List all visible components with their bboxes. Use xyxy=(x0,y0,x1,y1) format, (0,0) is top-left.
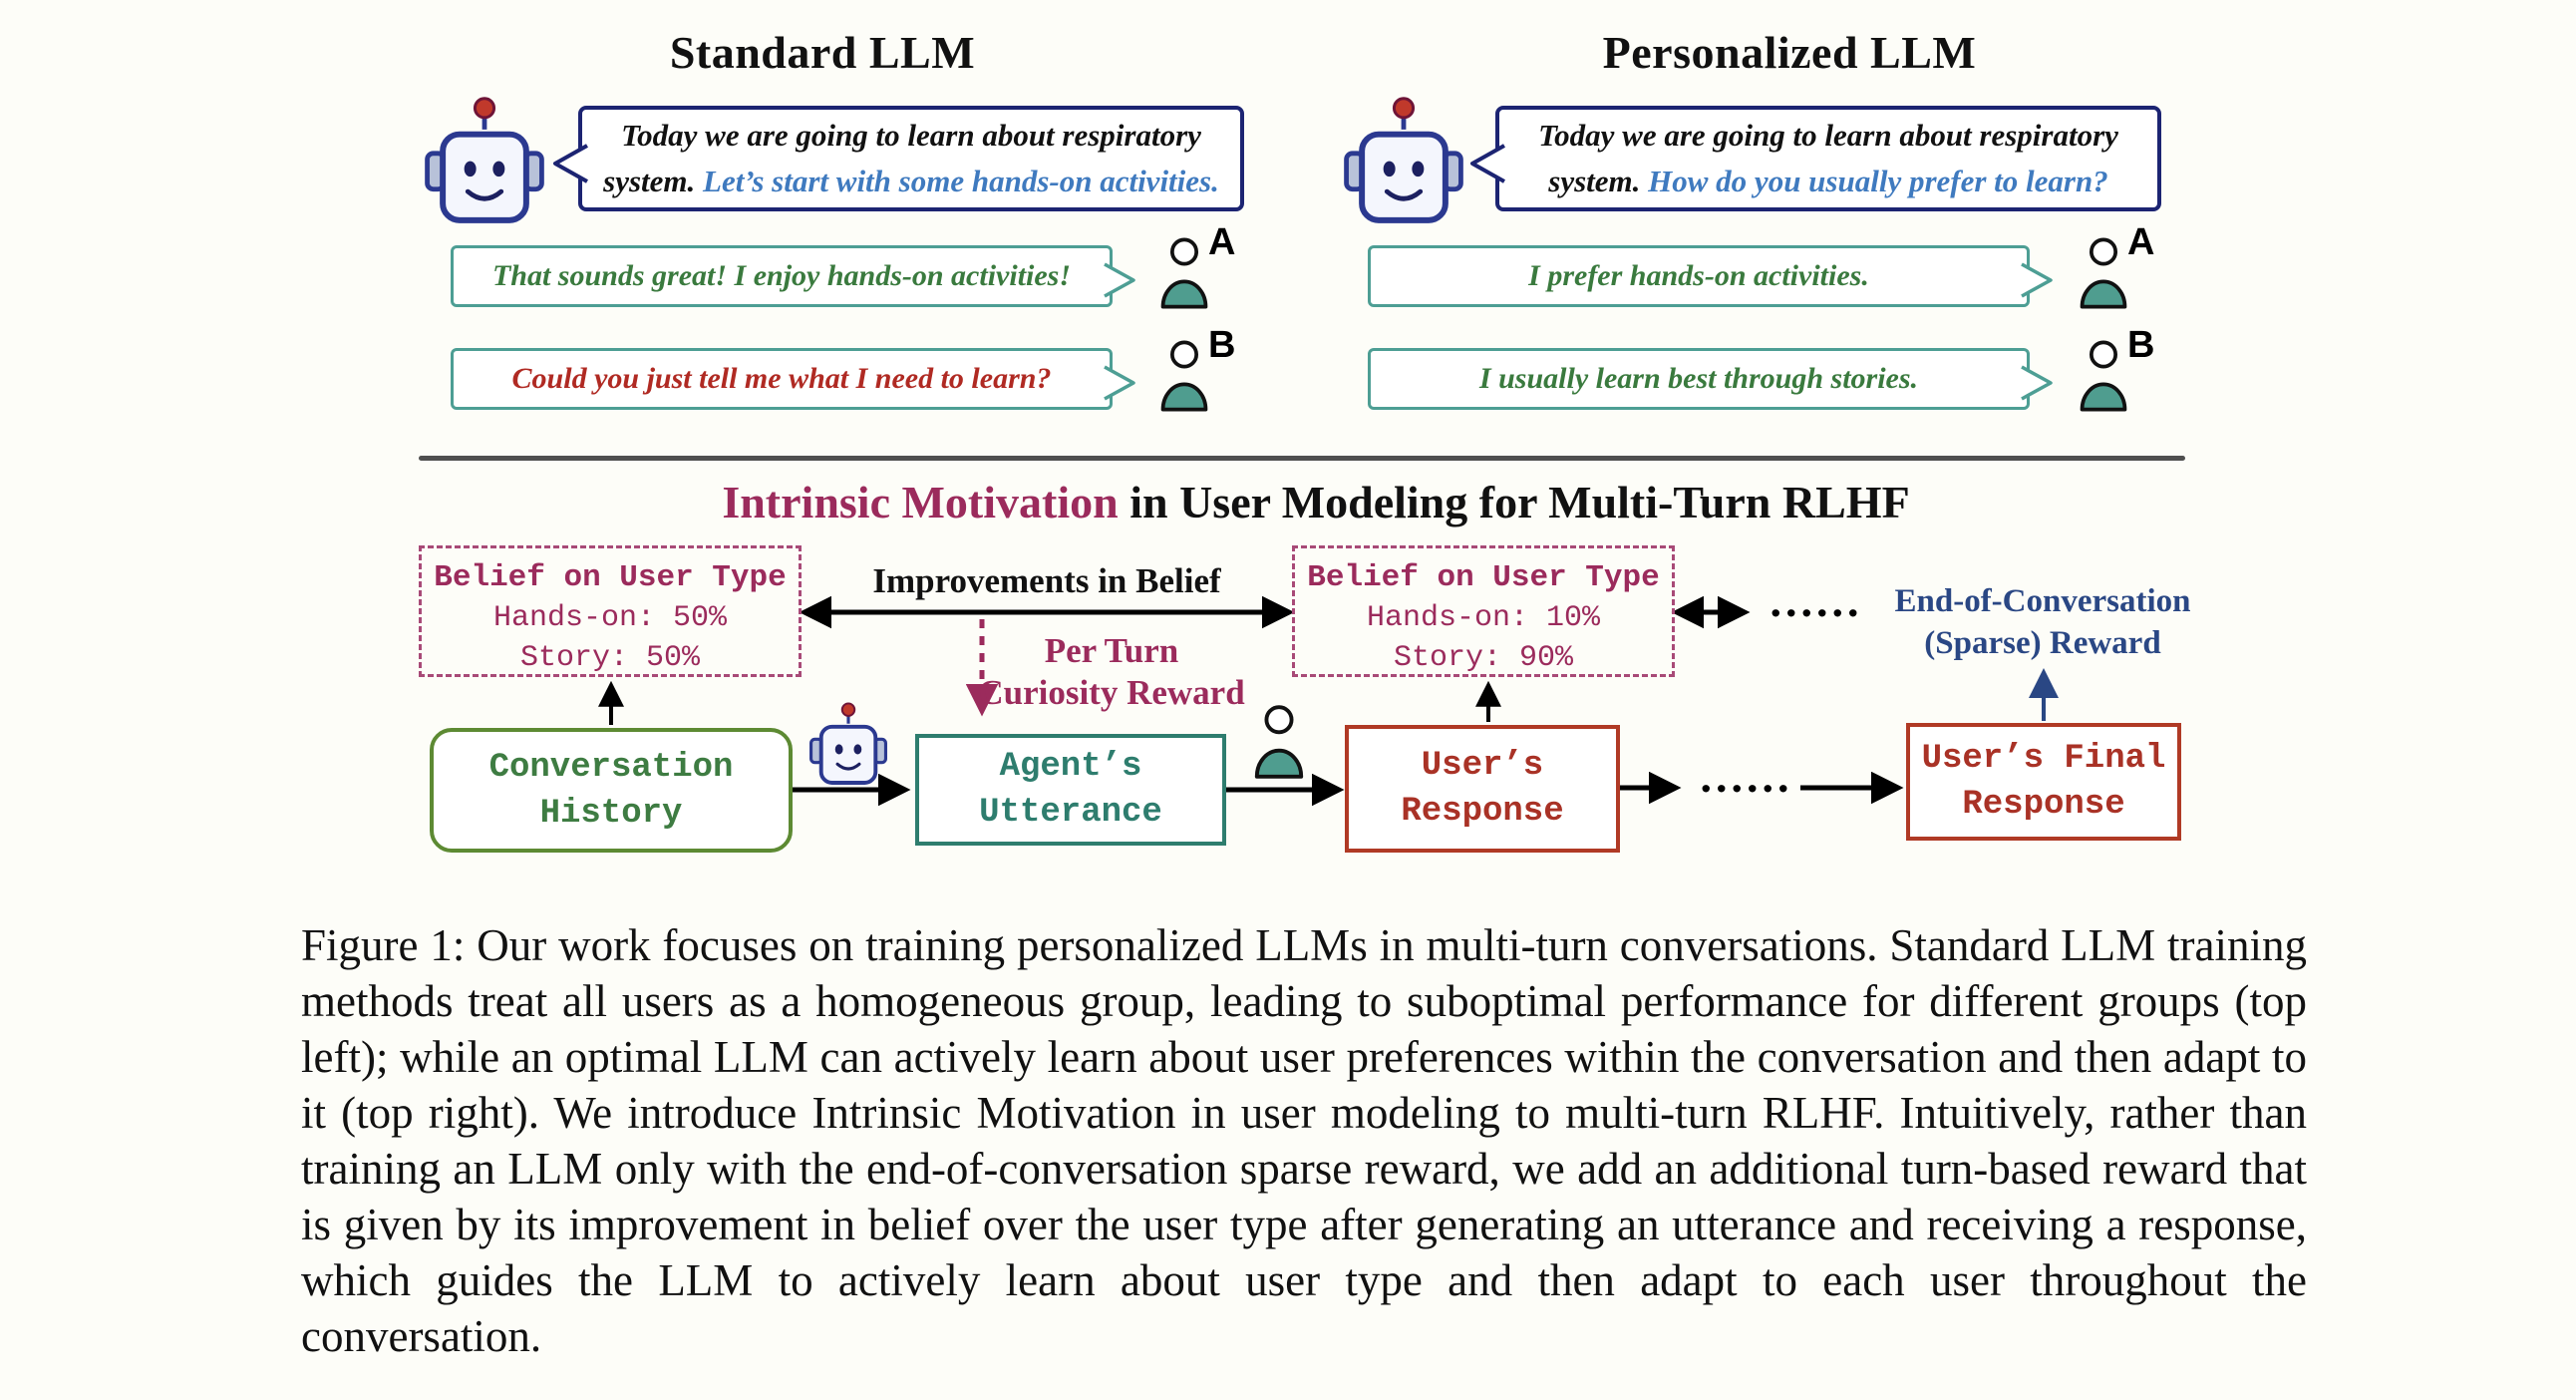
users-final-response-box: User’s Final Response xyxy=(1906,723,2181,841)
section-divider xyxy=(419,456,2185,461)
users-response-box: User’s Response xyxy=(1345,725,1620,853)
bubble-tail-right xyxy=(1104,365,1135,401)
figure-caption: Figure 1: Our work focuses on training p… xyxy=(301,920,2307,1361)
bubble-tail-right xyxy=(1104,262,1135,298)
personalized-llm-bubble: Today we are going to learn about respir… xyxy=(1470,106,2161,211)
person-icon xyxy=(1160,237,1208,309)
belief-story: Story: 50% xyxy=(519,641,701,675)
robot-icon xyxy=(1344,97,1463,223)
person-icon xyxy=(2080,237,2127,309)
diagram-title: Intrinsic Motivation in User Modeling fo… xyxy=(518,476,2113,528)
bubble-tail-left xyxy=(1470,144,1505,183)
bubble-tail-left xyxy=(553,144,588,183)
standard-user-a-bubble: That sounds great! I enjoy hands-on acti… xyxy=(451,245,1135,307)
personalized-user-b-bubble: I usually learn best through stories. xyxy=(1368,348,2053,410)
user-a-label: A xyxy=(1208,221,1236,263)
user-a-label: A xyxy=(2127,221,2155,263)
standard-user-b-bubble: Could you just tell me what I need to le… xyxy=(451,348,1135,410)
llm-utterance-line2: system. How do you usually prefer to lea… xyxy=(1548,164,2108,198)
belief-box-left: Belief on User Type Hands-on: 50% Story:… xyxy=(419,545,802,677)
standard-llm-bubble: Today we are going to learn about respir… xyxy=(553,106,1244,211)
bubble-tail-right xyxy=(2021,262,2053,298)
end-of-conversation-reward-label: End-of-Conversation (Sparse) Reward xyxy=(1894,583,2191,661)
belief-hands-on: Hands-on: 50% xyxy=(492,601,728,635)
belief-hands-on: Hands-on: 10% xyxy=(1366,601,1601,635)
improvements-in-belief-label: Improvements in Belief xyxy=(872,561,1221,600)
llm-utterance-line1: Today we are going to learn about respir… xyxy=(1538,118,2118,153)
llm-utterance-line1: Today we are going to learn about respir… xyxy=(621,118,1201,153)
diagram-title-rest: in User Modeling for Multi-Turn RLHF xyxy=(1118,477,1910,527)
robot-icon xyxy=(809,702,887,785)
belief-title: Belief on User Type xyxy=(434,560,787,595)
robot-icon xyxy=(425,97,544,223)
bubble-tail-right xyxy=(2021,365,2053,401)
person-icon xyxy=(1254,705,1304,779)
person-icon xyxy=(1160,340,1208,412)
user-b-label: B xyxy=(1208,324,1236,366)
personalized-llm-title: Personalized LLM xyxy=(1602,27,1977,78)
ellipsis-flow: ...... xyxy=(1700,751,1793,802)
ellipsis-mid: ...... xyxy=(1770,575,1863,626)
user-b-label: B xyxy=(2127,324,2155,366)
standard-llm-title: Standard LLM xyxy=(669,27,976,78)
per-turn-curiosity-reward-label: Per Turn Curiosity Reward xyxy=(978,631,1245,712)
belief-title: Belief on User Type xyxy=(1307,560,1660,595)
person-icon xyxy=(2080,340,2127,412)
agents-utterance-box: Agent’s Utterance xyxy=(915,734,1226,846)
belief-story: Story: 90% xyxy=(1393,641,1574,675)
conversation-history-box: Conversation History xyxy=(430,728,793,853)
belief-box-right: Belief on User Type Hands-on: 10% Story:… xyxy=(1292,545,1675,677)
llm-utterance-line2: system. Let’s start with some hands-on a… xyxy=(603,164,1219,198)
personalized-user-a-bubble: I prefer hands-on activities. xyxy=(1368,245,2053,307)
diagram-title-highlight: Intrinsic Motivation xyxy=(722,477,1119,527)
